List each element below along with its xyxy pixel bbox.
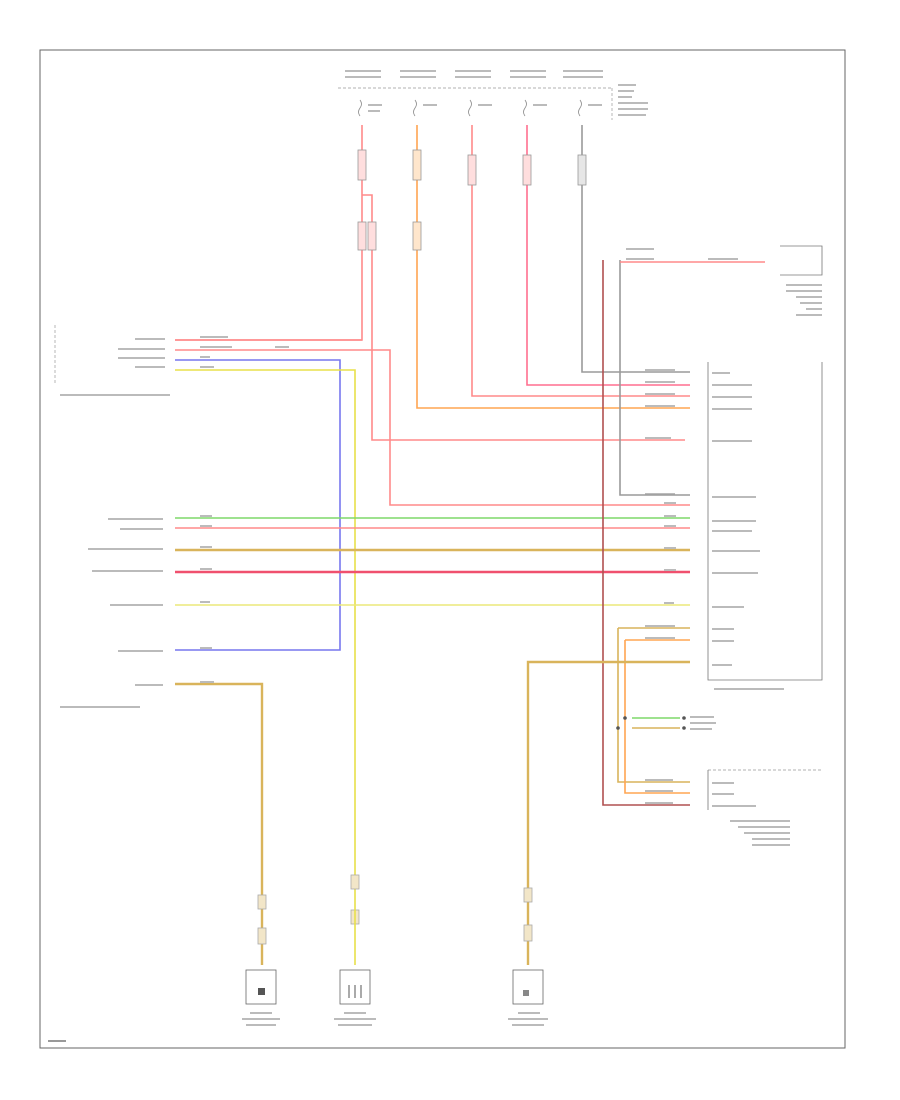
wire-fuse2-orange [416,125,690,409]
mid-left-row-labels [60,518,163,708]
fuse-labels [345,70,648,116]
wire-fuse4-red [526,125,690,386]
connector-stubs-top [357,149,587,251]
ground-connector-stubs [257,874,533,945]
wire-fuse5-gray [581,125,690,373]
fuse-ratings [368,104,602,112]
wire-ground-right [526,660,690,965]
wire-fuse3-pink [471,125,690,397]
left-module-pin-labels [60,338,170,396]
right-module-box [707,362,823,681]
splice-icon [616,716,686,730]
wire-top-right-brown [602,260,690,806]
wire-left-pink [175,349,690,506]
mid-left-wire-tags [200,515,214,683]
diagram-frame [39,49,846,1049]
top-right-component-labels [626,248,822,316]
wire-top-right-gray [619,260,690,496]
wire-can-orange [624,639,690,794]
right-module-pin-labels [712,372,784,690]
fuse-box-outline [338,87,613,120]
wire-left-blue [175,359,341,651]
ground-symbol-icon [245,969,544,1005]
left-module-wire-tags [200,336,289,368]
bottom-right-component-labels [645,779,790,846]
ground-labels [242,1012,548,1026]
wire-ground-left [175,682,264,965]
right-module-wire-tags [645,369,678,663]
wire-fuse1-red [175,125,685,441]
corner-code [48,1040,66,1042]
shield-labels [690,716,716,730]
top-right-component-box [780,245,823,276]
wire-can-tan [617,627,690,783]
fuse-symbols [358,99,582,117]
wire-left-yellow [175,369,356,890]
